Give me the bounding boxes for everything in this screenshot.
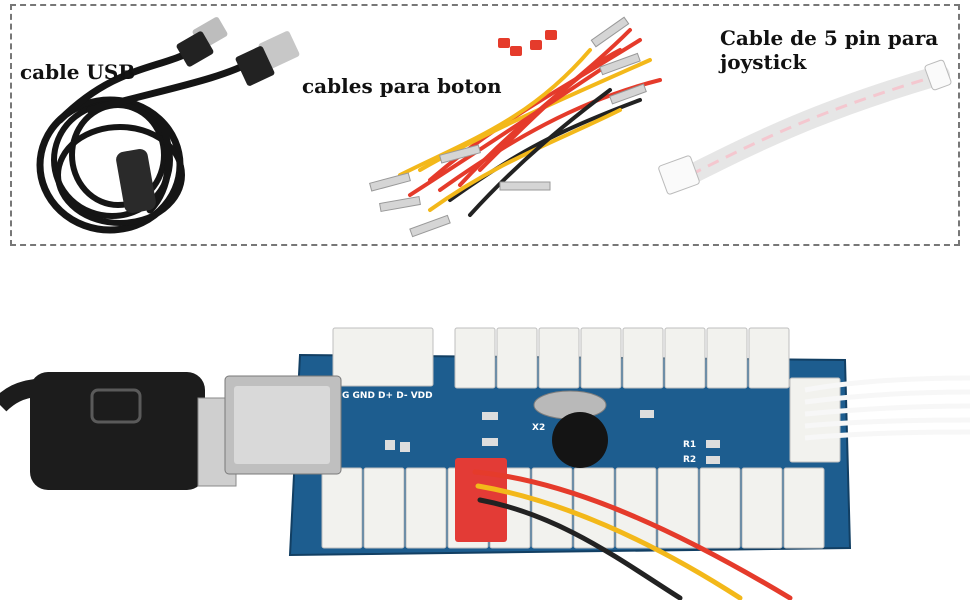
- joystick-cable-image: [658, 59, 952, 195]
- joystick-cable-label-line1: Cable de 5 pin para: [720, 26, 939, 50]
- joystick-cable-label-line2: joystick: [720, 50, 807, 74]
- usb-cable-label: cable USB: [20, 60, 136, 84]
- joystick-cable-label: Cable de 5 pin para joystick: [720, 26, 938, 74]
- button-cables-label: cables para boton: [302, 74, 502, 98]
- r1-label: R1: [683, 440, 696, 450]
- components-frame: [10, 4, 960, 246]
- r2-label: R2: [683, 455, 696, 465]
- crystal-label: X2: [532, 423, 545, 433]
- header-pin-label: G GND D+ D- VDD: [342, 391, 433, 401]
- encoder-board-image: G GND D+ D- VDD X2 R1 R2: [0, 327, 970, 600]
